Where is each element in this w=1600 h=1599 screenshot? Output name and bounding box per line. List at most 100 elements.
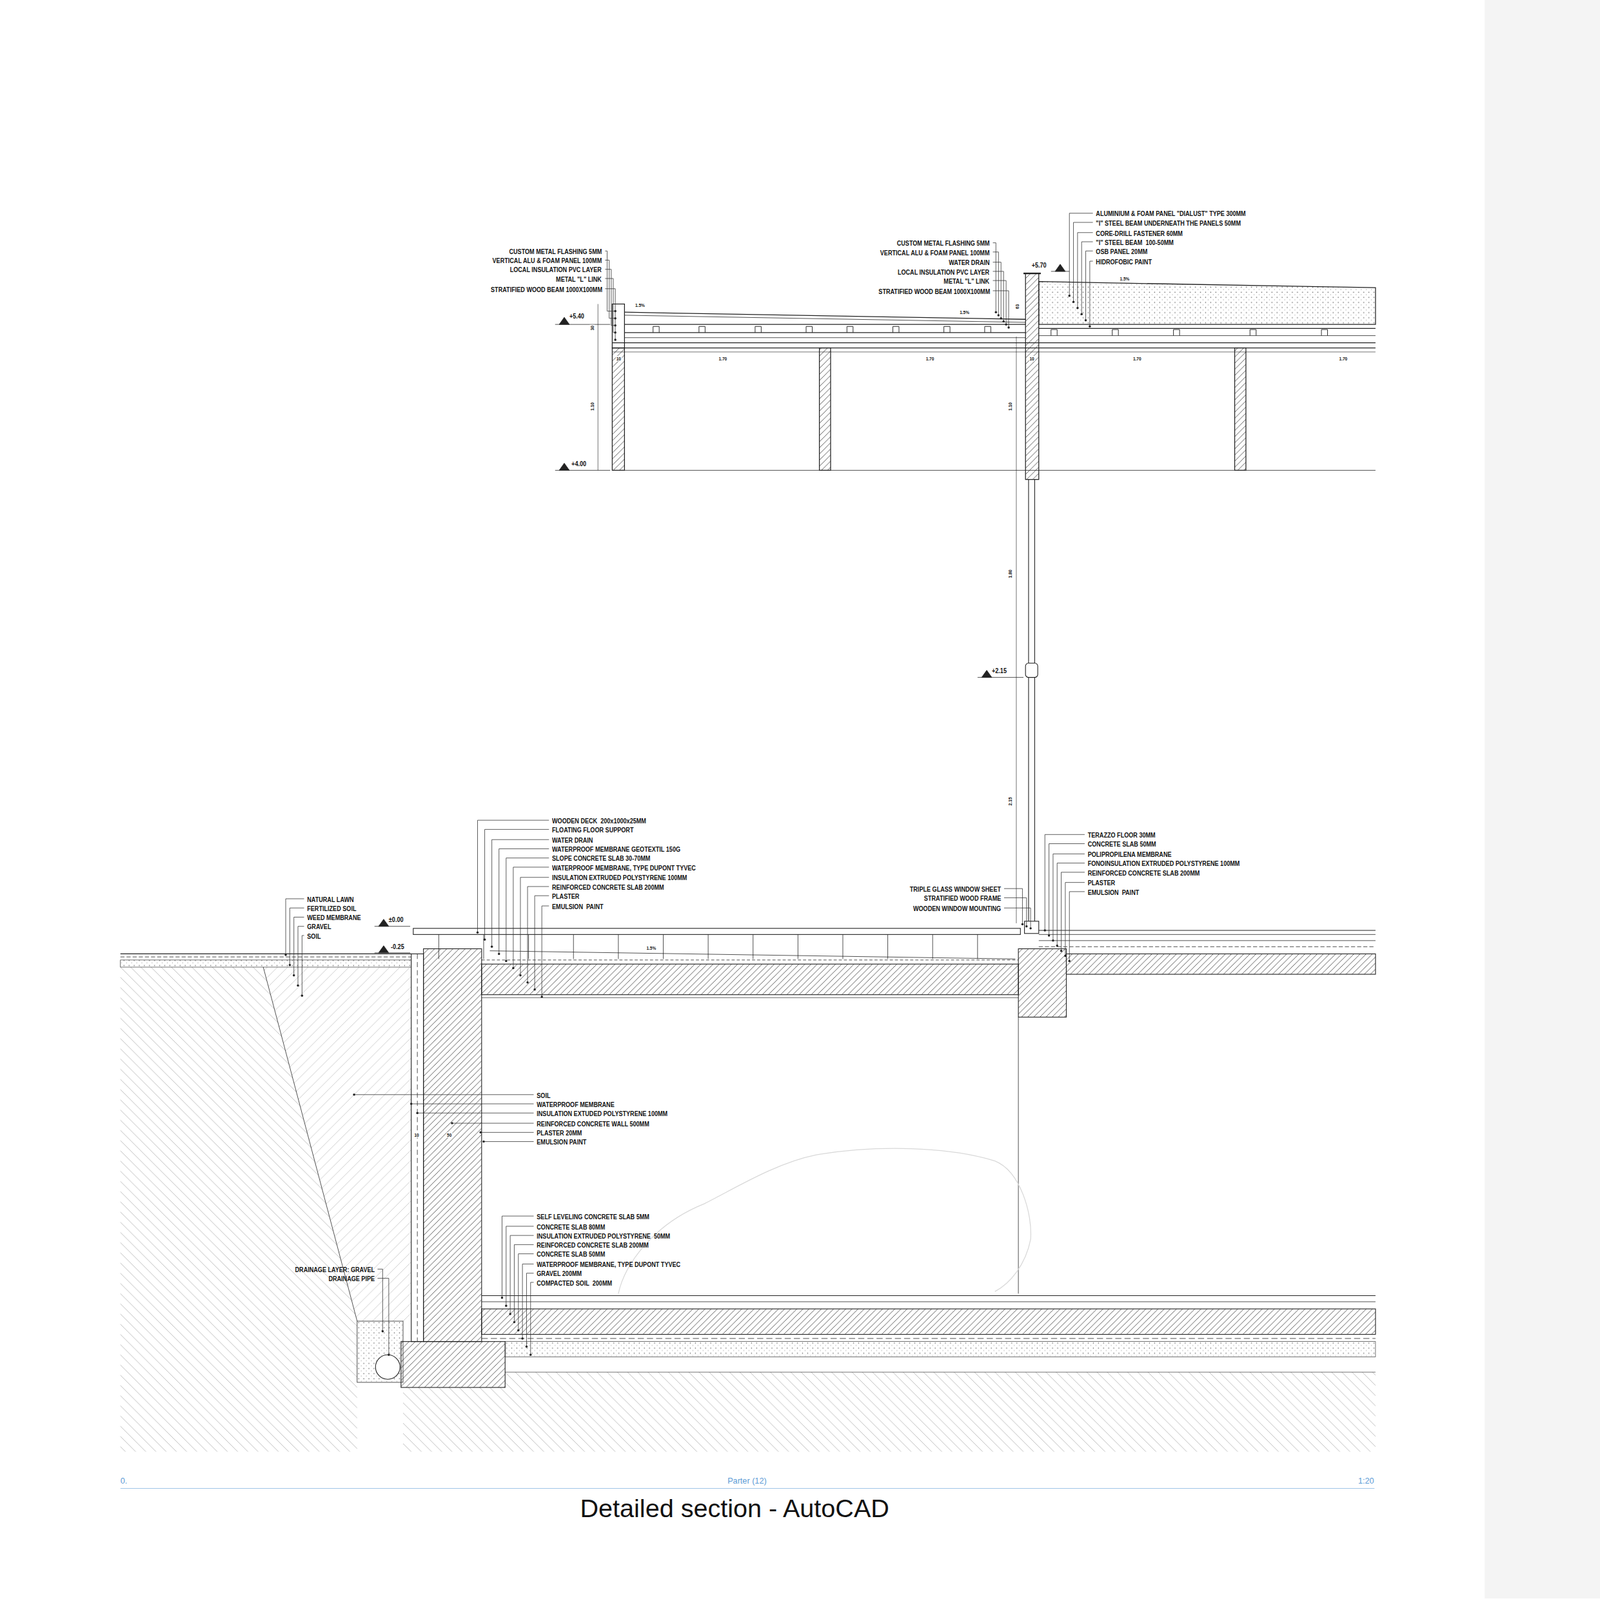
leader-dot (482, 1140, 485, 1143)
callout-label: CONCRETE SLAB 50MM (536, 1250, 605, 1258)
leader-line (993, 252, 999, 316)
leader-line (1089, 261, 1094, 327)
leader-line (604, 288, 616, 340)
leader-dot (1072, 301, 1075, 304)
callout-label: OSB PANEL 20MM (1095, 247, 1148, 255)
callout-label: WATER DRAIN (948, 258, 990, 266)
leader-dot (1029, 927, 1032, 930)
callout-label: WATER DRAIN (552, 836, 593, 844)
callout-label: LOCAL INSULATION PVC LAYER (897, 267, 990, 275)
callout-label: STRATIFIED WOOD BEAM 1000X100MM (878, 286, 990, 295)
callout-label: VERTICAL ALU & FOAM PANEL 100MM (880, 248, 990, 256)
callout-label: POLIPROPILENA MEMBRANE (1087, 850, 1172, 858)
leader-line (993, 243, 997, 313)
callout-label: METAL "L" LINK (555, 274, 602, 282)
leader-dot (504, 1305, 507, 1308)
leader-line (513, 867, 549, 969)
sheet-info: 0. (120, 1477, 128, 1486)
leader-dot (1060, 949, 1063, 952)
leader-line (480, 1132, 534, 1134)
callout-label: HIDROFOBIC PAINT (1095, 257, 1152, 266)
dimension-text: 1.10 (589, 401, 595, 411)
leader-line (499, 848, 550, 954)
dimension-text: 1.70 (717, 355, 727, 361)
dimension-text: 2.15 (1007, 796, 1013, 806)
leader-dot (1055, 944, 1058, 947)
leader-dot (512, 967, 514, 970)
leader-dot (521, 1337, 524, 1340)
leader-line (993, 280, 1007, 325)
dimension-text: 50 (446, 1132, 453, 1138)
leader-line (1069, 213, 1093, 297)
dimension-text: 30 (588, 324, 594, 331)
leader-line (1065, 882, 1085, 957)
leader-dot (525, 1345, 528, 1348)
leader-dot (1088, 325, 1091, 328)
leader-dot (296, 984, 299, 987)
callout-label: INSULATION EXTRUDED POLYSTYRENE 50MM (536, 1232, 671, 1240)
leader-dot (519, 974, 522, 977)
leader-line (484, 829, 550, 940)
window (1024, 479, 1039, 934)
dimension-text: 10 (615, 355, 622, 361)
callout-label: DRAINAGE PIPE (328, 1274, 375, 1283)
leader-line (604, 278, 616, 333)
leader-line (604, 259, 616, 318)
callout-label: CUSTOM METAL FLASHING 5MM (508, 247, 602, 255)
callout-label: +5.70 (1031, 260, 1047, 268)
leader-dot (1007, 326, 1010, 329)
dimension-text: 1.80 (1007, 568, 1013, 578)
leader-dot (1002, 320, 1005, 323)
title-rule (120, 1488, 1375, 1490)
callout-label: FONOINSULATION EXTRUDED POLYSTYRENE 100M… (1087, 859, 1241, 867)
leader-dot (1076, 306, 1079, 309)
leader-dot (999, 317, 1002, 320)
leader-lines (284, 213, 1093, 1357)
leader-dot (284, 953, 287, 956)
callout-label: WATERPROOF MEMBRANE GEOTEXTIL 150G (552, 845, 681, 853)
callout-label: "I" STEEL BEAM UNDERNEATH THE PANELS 50M… (1095, 218, 1241, 226)
callout-label: COMPACTED SOIL 200MM (536, 1278, 613, 1286)
leader-dot (450, 1122, 453, 1125)
leader-dot (490, 946, 493, 949)
leader-line (297, 926, 304, 987)
dimension-text: 1.5% (1119, 276, 1130, 282)
callout-label: WOODEN DECK 200x1000x25MM (552, 817, 647, 825)
leader-line (1077, 232, 1094, 309)
leader-line (526, 1273, 534, 1348)
leader-dot (995, 310, 998, 313)
leader-line (1053, 853, 1085, 941)
leader-dot (410, 1102, 413, 1105)
callout-label: WATERPROOF MEMBRANE, TYPE DUPONT TYVEC (536, 1260, 681, 1268)
leader-dot (508, 1313, 511, 1315)
leader-dot (540, 995, 543, 998)
leader-line (354, 1094, 534, 1096)
callout-label: REINFORCED CONCRETE SLAB 200MM (536, 1241, 649, 1249)
leader-dot (1080, 313, 1083, 316)
leader-line (1004, 888, 1023, 925)
leader-dot (513, 1321, 516, 1324)
leader-dot (483, 938, 486, 941)
leader-dot (1047, 934, 1050, 937)
callout-label: CORE-DRILL FASTENER 60MM (1095, 228, 1183, 237)
leader-dot (1064, 955, 1067, 958)
callout-label: EMULSION PAINT (536, 1138, 587, 1146)
leader-dot (415, 1112, 418, 1115)
leader-dot (1067, 960, 1070, 963)
callout-label: +2.15 (991, 666, 1007, 674)
leader-dot (997, 314, 1000, 317)
leader-line (411, 1104, 534, 1105)
callout-label: PLASTER 20MM (536, 1129, 582, 1137)
roof (597, 273, 1376, 924)
dimension-text: 1.5% (646, 945, 657, 951)
leader-line (993, 271, 1005, 322)
leader-line (527, 886, 549, 983)
callout-label: FERTILIZED SOIL (306, 904, 356, 912)
dimension-text: 1.10 (1007, 401, 1013, 411)
callout-label: METAL "L" LINK (943, 277, 990, 285)
callout-label: EMULSION PAINT (552, 902, 604, 910)
side-band (1484, 0, 1600, 1599)
callout-label: CUSTOM METAL FLASHING 5MM (897, 239, 990, 247)
leader-dot (1051, 939, 1054, 942)
leader-line (1081, 241, 1093, 315)
